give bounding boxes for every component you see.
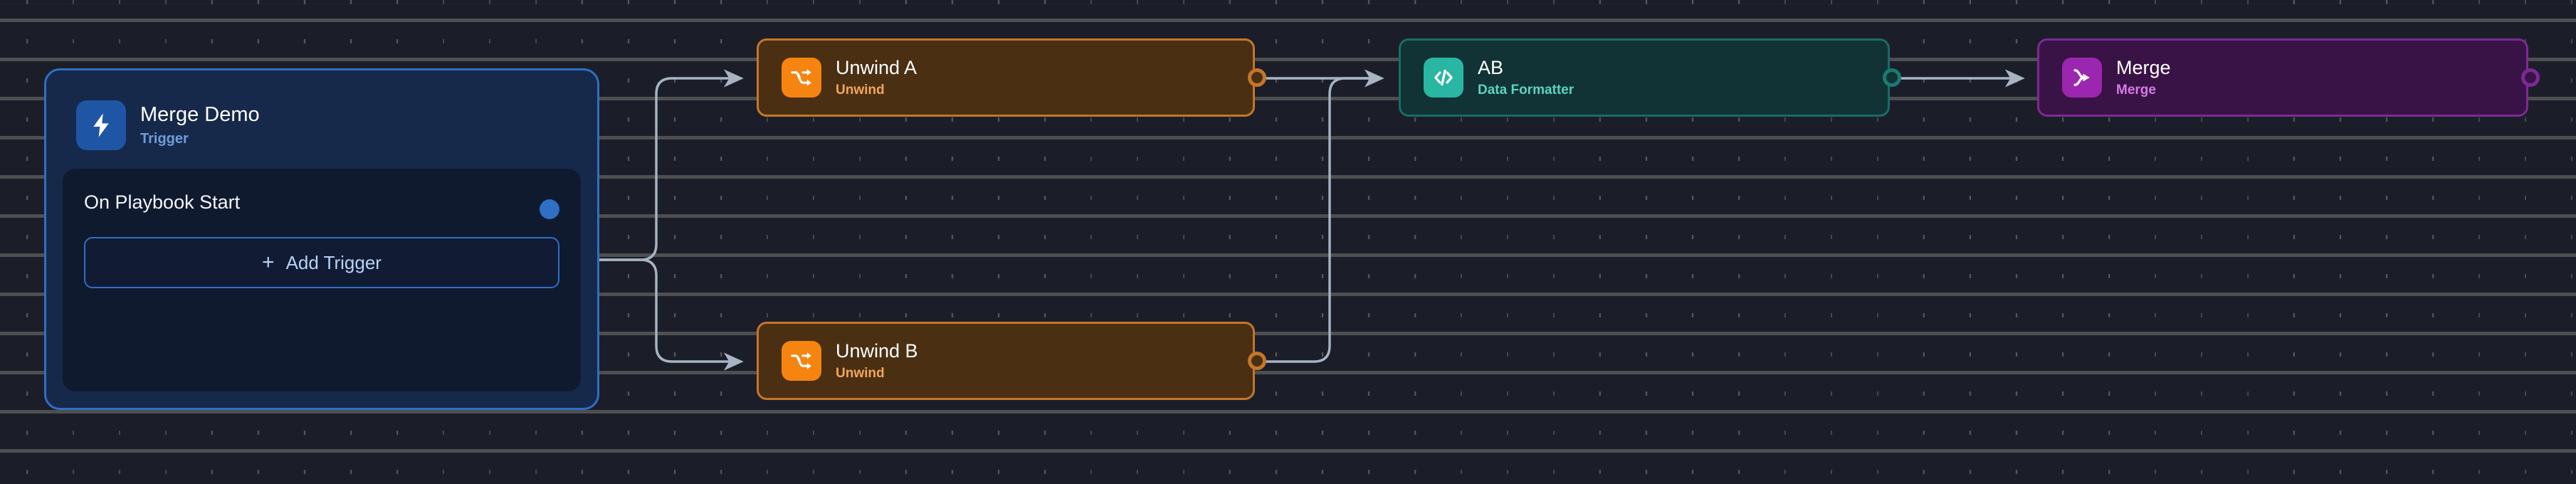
node-unwind-a-output-port[interactable] [1248,68,1266,87]
node-merge-output-port[interactable] [2521,68,2540,87]
node-merge-subtitle: Merge [2116,83,2156,98]
shuffle-branch-icon [782,58,821,98]
node-unwind-b-title: Unwind B [836,340,918,362]
trigger-inner-panel: On Playbook Start + Add Trigger [63,169,581,391]
shuffle-branch-icon [782,341,821,381]
node-unwind-b-subtitle: Unwind [836,366,885,381]
node-ab[interactable]: AB Data Formatter [1399,38,1901,117]
merge-arrow-icon [2062,58,2102,98]
trigger-output-port[interactable] [540,199,559,219]
add-trigger-label: Add Trigger [285,251,382,273]
node-ab-text: AB Data Formatter [1478,56,1574,99]
node-ab-title: AB [1478,57,1504,78]
code-brackets-icon [1424,58,1463,98]
node-merge[interactable]: Merge Merge [2037,38,2540,117]
edge-unwind-b-to-ab [1266,77,1381,363]
node-merge-title: Merge [2116,57,2171,78]
add-trigger-button[interactable]: + Add Trigger [84,237,559,288]
lightning-bolt-icon [76,100,126,150]
node-merge-text: Merge Merge [2116,56,2171,99]
node-ab-output-port[interactable] [1883,68,1901,87]
trigger-card-header: Merge Demo Trigger [46,70,597,156]
node-unwind-a-title: Unwind A [836,57,918,78]
node-unwind-a[interactable]: Unwind A Unwind [757,38,1266,117]
node-unwind-a-text: Unwind A Unwind [836,56,917,99]
node-unwind-b-text: Unwind B Unwind [836,340,918,382]
node-unwind-b-output-port[interactable] [1248,352,1266,370]
trigger-card-subtitle: Trigger [140,131,189,147]
plus-icon: + [262,251,275,274]
node-ab-subtitle: Data Formatter [1478,83,1574,98]
node-unwind-b[interactable]: Unwind B Unwind [757,322,1266,400]
trigger-card-title: Merge Demo [140,103,260,126]
trigger-card-text: Merge Demo Trigger [140,102,260,148]
trigger-card[interactable]: Merge Demo Trigger On Playbook Start + A… [44,68,599,410]
node-unwind-a-subtitle: Unwind [836,83,885,98]
on-playbook-start-label: On Playbook Start [84,191,241,213]
